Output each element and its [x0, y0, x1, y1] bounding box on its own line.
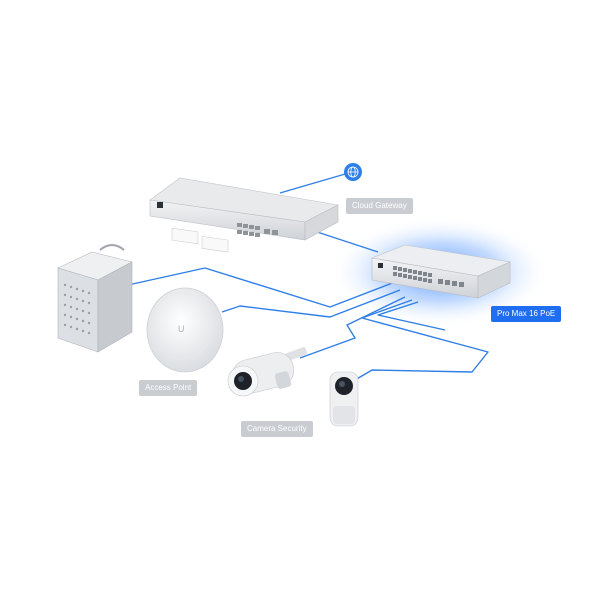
link-cloud-gateway [279, 171, 353, 194]
access-point-device: U [146, 287, 224, 373]
cloud-gateway-label: Cloud Gateway [346, 198, 413, 214]
link-computer-switch [127, 267, 396, 308]
link-switch-extra [377, 301, 446, 331]
computer-tower-device [57, 243, 133, 353]
connection-lines [127, 171, 489, 381]
cloud-gateway-device [149, 177, 339, 253]
pro-max-label: Pro Max 16 PoE [491, 306, 562, 322]
link-dome-switch [354, 299, 489, 381]
bullet-camera-device [227, 347, 308, 397]
link-ap-switch [221, 289, 401, 318]
link-camera-switch [299, 296, 406, 359]
pro-max-switch-device [370, 244, 512, 299]
camera-security-label: Camera Security [241, 421, 313, 437]
access-point-label: Access Point [139, 380, 198, 396]
svg-text:U: U [178, 324, 185, 334]
globe-icon [344, 163, 362, 181]
dome-camera-device [329, 371, 359, 427]
